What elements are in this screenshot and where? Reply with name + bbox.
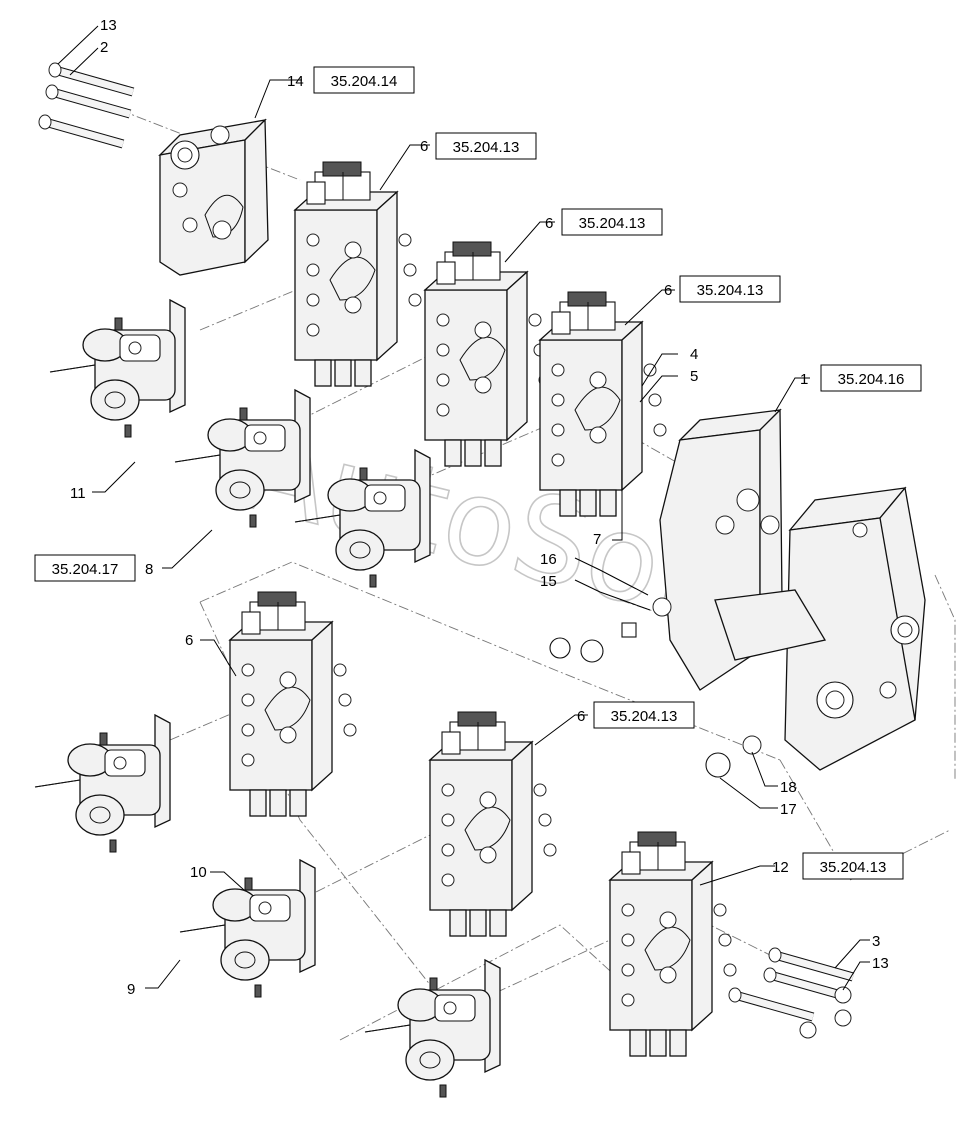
ref-box-14: [313, 66, 415, 94]
callout-13: 13: [100, 17, 117, 34]
callouts: 13 2 14 35.204.14 6 35.204.13 6 35.204.1…: [34, 17, 922, 998]
valve-section-6-a: [294, 161, 422, 387]
end-section-1: [659, 408, 926, 771]
ref-box-12: [802, 852, 904, 880]
callout-10: 10: [190, 864, 207, 881]
callout-4: 4: [690, 346, 698, 363]
callout-6: 6: [185, 632, 193, 649]
callout-3: 3: [872, 933, 880, 950]
callout-6: 6: [577, 708, 585, 725]
callout-7: 7: [593, 531, 601, 548]
leader-lines: [57, 25, 870, 991]
valve-section-6-d: [229, 591, 357, 817]
callout-18: 18: [780, 779, 797, 796]
ref-35-204-14: 35.204.14: [331, 73, 398, 90]
ref-35-204-16: 35.204.16: [838, 371, 905, 388]
ref-35-204-17: 35.204.17: [52, 561, 119, 578]
valve-section-12: [609, 831, 737, 1057]
ref-35-204-13: 35.204.13: [820, 859, 887, 876]
ref-box-6-a: [435, 132, 537, 160]
callout-16: 16: [540, 551, 557, 568]
callout-15: 15: [540, 573, 557, 590]
stud-bolt-3: [729, 948, 853, 1039]
stud-bolt-2: [39, 63, 133, 144]
callout-6: 6: [420, 138, 428, 155]
ref-box-6-b: [561, 208, 663, 236]
callout-5: 5: [690, 368, 698, 385]
valve-section-6-e: [429, 711, 557, 937]
actuator-left: [34, 714, 171, 853]
actuator-11: [49, 299, 186, 438]
callout-14: 14: [287, 73, 304, 90]
callout-13: 13: [872, 955, 889, 972]
callout-17: 17: [780, 801, 797, 818]
callout-6: 6: [664, 282, 672, 299]
ref-box-8: [34, 554, 136, 582]
plug-15-16: [549, 597, 672, 663]
callout-9: 9: [127, 981, 135, 998]
ref-box-1: [820, 364, 922, 392]
ref-35-204-13: 35.204.13: [611, 708, 678, 725]
ref-box-6-c: [679, 275, 781, 303]
ref-35-204-13: 35.204.13: [579, 215, 646, 232]
callout-6: 6: [545, 215, 553, 232]
valve-section-6-c: [539, 291, 667, 517]
parts-artwork: [34, 63, 926, 1098]
ref-box-6-e: [593, 701, 695, 729]
plug-17-18: [705, 735, 762, 778]
callout-1: 1: [800, 371, 808, 388]
callout-12: 12: [772, 859, 789, 876]
callout-11: 11: [70, 485, 86, 502]
inlet-section-14: [158, 118, 269, 276]
callout-2: 2: [100, 39, 108, 56]
actuator-bottom: [364, 959, 501, 1098]
ref-35-204-13: 35.204.13: [453, 139, 520, 156]
callout-8: 8: [145, 561, 153, 578]
ref-35-204-13: 35.204.13: [697, 282, 764, 299]
